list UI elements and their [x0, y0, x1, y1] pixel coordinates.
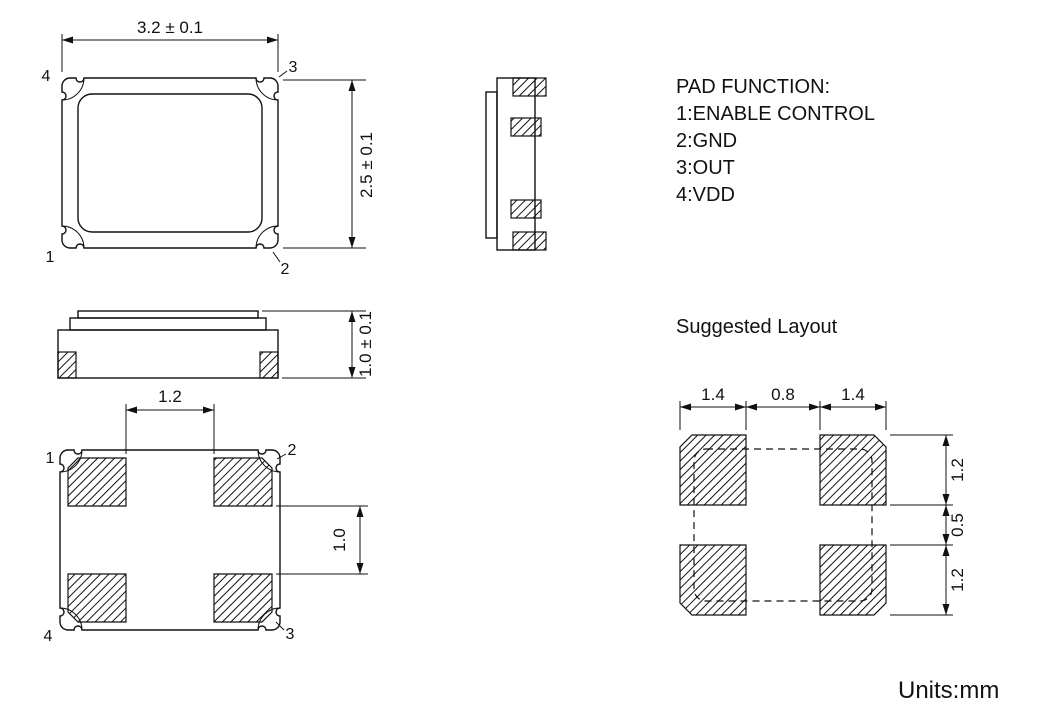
package-outline-dashed: [693, 448, 873, 602]
solder-pad: [512, 231, 547, 251]
dimension-label: 1.0: [330, 528, 349, 552]
pin-leader-lines: [275, 453, 287, 631]
land-pad: [679, 544, 747, 616]
legend-title: PAD FUNCTION:: [676, 76, 830, 98]
body-side: [57, 329, 279, 379]
pin-label: 2: [288, 442, 297, 459]
side-view-right: [485, 77, 547, 251]
lid-step-lower: [69, 317, 267, 331]
solder-pad: [67, 573, 127, 623]
land-pad: [679, 434, 747, 506]
bottom-view: 1.2 1.0 1 2 4 3: [44, 387, 368, 645]
solder-pad: [510, 199, 542, 219]
solder-pad: [57, 351, 77, 379]
suggested-layout-title: Suggested Layout: [676, 316, 838, 338]
dim-body-thickness: 1.0 ± 0.1: [262, 310, 375, 379]
extension-lines: [890, 434, 953, 616]
body-edge: [496, 77, 536, 251]
pin-label: 2: [281, 261, 290, 278]
solder-pad: [213, 457, 273, 507]
pin-label: 1: [46, 450, 55, 467]
pin-label: 3: [286, 626, 295, 643]
lid-step-upper: [77, 310, 259, 319]
pin-label: 4: [44, 628, 53, 645]
extension-lines: [125, 404, 215, 454]
corner-castellations: [61, 77, 279, 249]
dimension-label: 1.0 ± 0.1: [356, 311, 375, 377]
dimension-label: 1.2: [948, 568, 967, 592]
dimension-label: 1.4: [701, 385, 725, 404]
land-pad: [819, 434, 887, 506]
pad-function-legend: PAD FUNCTION: 1:ENABLE CONTROL 2:GND 3:O…: [676, 76, 875, 206]
solder-pad: [512, 77, 547, 97]
top-view: 3.2 ± 0.1 2.5 ± 0.1 4 3 1 2: [42, 18, 376, 278]
pin-label: 3: [289, 59, 298, 76]
dim-pad-gap-horizontal: 1.2: [125, 387, 215, 454]
dimension-label: 3.2 ± 0.1: [137, 18, 203, 37]
pin-leader-lines: [272, 70, 288, 263]
dim-pad-gap-vertical: 1.0: [276, 505, 368, 575]
dim-layout-right: 1.2 0.5 1.2: [890, 434, 967, 616]
suggested-layout: Suggested Layout 1.4 0.8 1.4 1.2 0.5 1.2: [676, 316, 967, 616]
dim-layout-top: 1.4 0.8 1.4: [679, 385, 887, 430]
dimension-label: 0.8: [771, 385, 795, 404]
land-pad: [819, 544, 887, 616]
pin-label: 4: [42, 68, 51, 85]
solder-pad: [213, 573, 273, 623]
dimension-label: 1.2: [158, 387, 182, 406]
front-view: 1.0 ± 0.1: [57, 310, 375, 379]
legend-item: 2:GND: [676, 130, 737, 152]
solder-pad: [259, 351, 279, 379]
dimension-label: 0.5: [948, 513, 967, 537]
pin-number-labels: 1 2 4 3: [44, 442, 297, 645]
extension-lines: [276, 505, 368, 575]
legend-item: 4:VDD: [676, 184, 735, 206]
dimension-label: 1.4: [841, 385, 865, 404]
pin-label: 1: [46, 249, 55, 266]
extension-lines: [679, 401, 887, 430]
dim-body-height: 2.5 ± 0.1: [283, 79, 376, 249]
units-label: Units:mm: [898, 677, 999, 704]
package-lid: [77, 93, 263, 233]
legend-item: 1:ENABLE CONTROL: [676, 103, 875, 125]
dim-body-width: 3.2 ± 0.1: [61, 18, 279, 72]
extension-lines: [283, 79, 366, 249]
pin-number-labels: 4 3 1 2: [42, 59, 298, 278]
package-body-outline: [61, 77, 279, 249]
dimension-label: 2.5 ± 0.1: [357, 132, 376, 198]
legend-item: 3:OUT: [676, 157, 735, 179]
lid-edge: [485, 91, 498, 239]
solder-pad: [67, 457, 127, 507]
dimension-label: 1.2: [948, 458, 967, 482]
solder-pad: [510, 117, 542, 137]
